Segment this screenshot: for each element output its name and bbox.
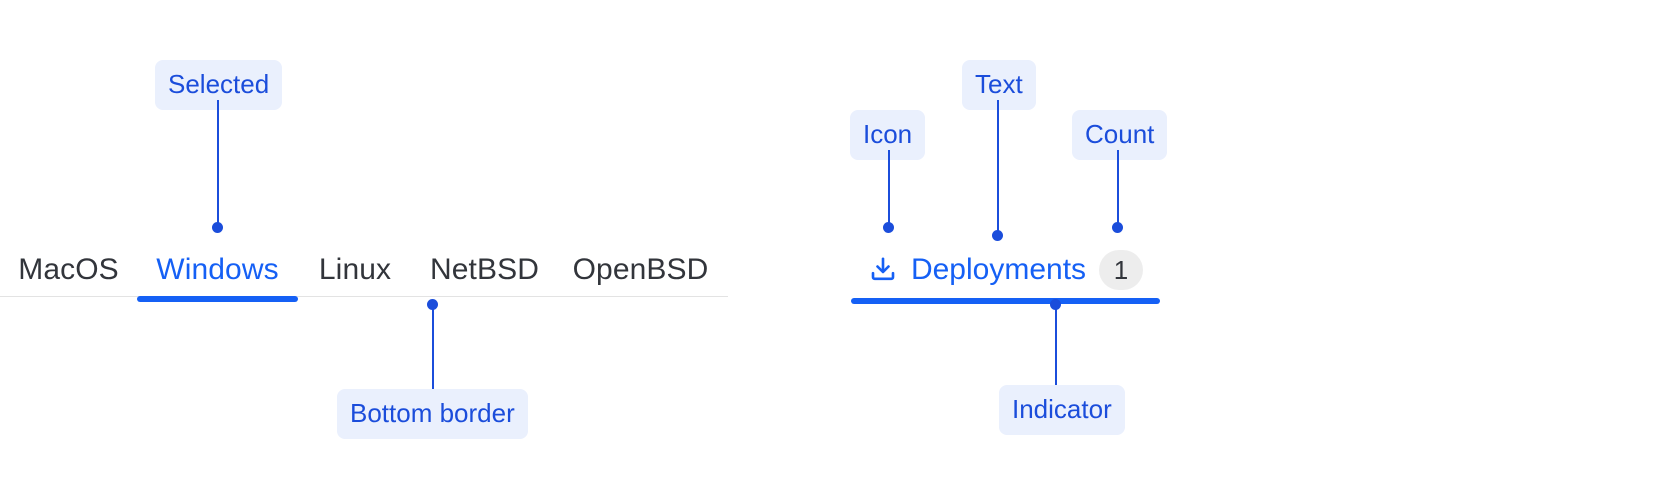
tab-deployments-label: Deployments: [910, 253, 1087, 286]
leader-dot-bottom-border: [427, 299, 438, 310]
leader-line-indicator: [1055, 305, 1057, 386]
tab-linux-label: Linux: [318, 253, 392, 286]
tab-windows-label: Windows: [156, 253, 279, 286]
tab-macos[interactable]: MacOS: [18, 244, 119, 296]
leader-line-count: [1117, 150, 1119, 230]
leader-line-text: [997, 100, 999, 238]
tab-openbsd-label: OpenBSD: [572, 253, 709, 286]
leader-dot-indicator: [1050, 299, 1061, 310]
callout-text: Text: [962, 60, 1036, 110]
tab-deployments-count-badge: 1: [1099, 250, 1144, 290]
leader-line-selected: [217, 100, 219, 230]
tab-bar-bottom-border: [0, 296, 728, 297]
tab-macos-label: MacOS: [18, 253, 119, 286]
tab-deployments-selected-indicator: [851, 298, 1160, 304]
tab-netbsd-label: NetBSD: [430, 253, 539, 286]
leader-line-bottom-border: [432, 305, 434, 390]
callout-indicator: Indicator: [999, 385, 1125, 435]
tab-bar-deployments: Deployments 1: [851, 244, 1160, 304]
tab-windows-selected-indicator: [137, 296, 298, 302]
callout-icon: Icon: [850, 110, 926, 160]
download-tray-icon: [868, 255, 898, 285]
tab-netbsd[interactable]: NetBSD: [422, 244, 547, 296]
tab-linux[interactable]: Linux: [310, 244, 400, 296]
callout-bottom-border: Bottom border: [337, 389, 528, 439]
tab-openbsd[interactable]: OpenBSD: [567, 244, 714, 296]
tab-bar-os: MacOS Windows Linux NetBSD OpenBSD: [0, 244, 728, 302]
tab-windows[interactable]: Windows: [137, 244, 298, 302]
leader-dot-icon: [883, 222, 894, 233]
leader-dot-text: [992, 230, 1003, 241]
leader-dot-selected: [212, 222, 223, 233]
leader-dot-count: [1112, 222, 1123, 233]
leader-line-icon: [888, 150, 890, 230]
callout-count: Count: [1072, 110, 1168, 160]
tab-deployments[interactable]: Deployments 1: [851, 244, 1160, 296]
